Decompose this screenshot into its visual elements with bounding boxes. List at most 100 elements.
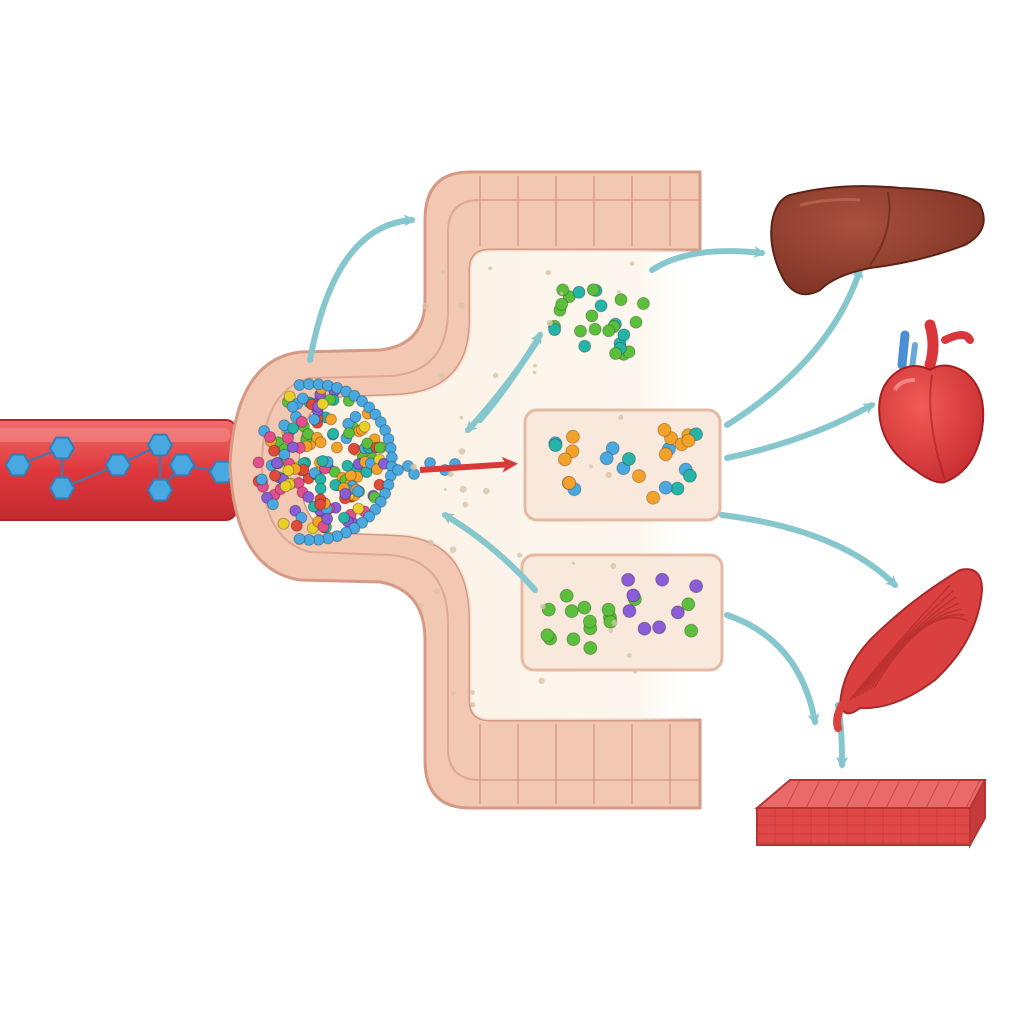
absorption-arrow: [419, 456, 518, 473]
hexagon-molecule: [4, 453, 32, 477]
hexagon-molecule: [48, 436, 76, 460]
molecule: [290, 519, 303, 532]
molecule: [374, 495, 387, 508]
blood-vessel: [0, 419, 237, 521]
molecule: [358, 420, 371, 433]
speck: [470, 702, 476, 708]
molecule: [327, 427, 340, 440]
speck: [610, 563, 617, 569]
molecule: [605, 441, 620, 456]
molecule: [308, 413, 321, 426]
speck: [618, 415, 624, 420]
molecule: [540, 628, 555, 643]
molecule: [594, 299, 608, 313]
speck: [427, 539, 434, 546]
molecule: [314, 482, 327, 495]
molecule: [321, 512, 334, 525]
speck: [608, 628, 613, 633]
molecule: [295, 415, 308, 428]
molecule: [548, 438, 563, 453]
molecule: [629, 315, 643, 329]
speck: [470, 689, 475, 695]
arrow-to-tissue-a: [724, 612, 820, 726]
molecule: [255, 473, 268, 486]
molecule: [657, 422, 672, 437]
speck: [540, 603, 546, 610]
speck: [418, 602, 424, 608]
molecule: [348, 389, 361, 402]
intestinal-villi: [479, 176, 671, 804]
speck: [560, 292, 563, 295]
molecule: [577, 600, 592, 615]
molecule: [339, 487, 352, 500]
molecule: [363, 510, 376, 523]
speck: [459, 415, 464, 420]
molecule: [282, 432, 294, 444]
molecule: [609, 347, 623, 360]
molecule: [302, 491, 315, 503]
hexagon-molecule: [146, 433, 174, 457]
molecule: [352, 485, 364, 498]
molecule: [632, 469, 646, 484]
speck: [532, 370, 537, 375]
speck: [483, 487, 490, 495]
molecule: [555, 297, 569, 311]
speck: [545, 269, 551, 276]
molecule: [328, 465, 341, 478]
speck: [616, 290, 621, 294]
molecule: [556, 283, 570, 297]
molecule: [658, 447, 673, 462]
molecule: [363, 401, 376, 414]
speck: [459, 485, 467, 493]
molecule: [278, 448, 291, 461]
molecule: [369, 408, 382, 421]
molecule: [548, 323, 562, 337]
speck: [629, 261, 635, 266]
molecule: [614, 293, 628, 307]
molecule: [356, 395, 369, 408]
heart-icon: [878, 319, 985, 484]
speck: [571, 561, 576, 565]
speck: [410, 463, 417, 471]
speck: [458, 448, 466, 455]
molecule: [392, 464, 404, 476]
molecule: [621, 452, 636, 466]
molecule: [341, 459, 354, 472]
speck: [538, 677, 545, 684]
molecule: [293, 533, 306, 545]
speck: [451, 691, 456, 696]
molecule: [330, 441, 343, 454]
hexagon-molecule: [146, 478, 174, 502]
arrow-to-heart: [724, 402, 876, 461]
speck: [605, 471, 612, 479]
molecule: [586, 283, 600, 297]
liver-icon: [770, 185, 985, 296]
molecule: [574, 324, 587, 338]
molecule: [252, 456, 265, 469]
molecule: [373, 441, 386, 454]
molecule: [689, 579, 704, 594]
tissue-block-icon: [754, 779, 987, 849]
molecule: [277, 517, 290, 530]
molecule: [361, 437, 374, 450]
molecule: [271, 457, 283, 469]
speck: [438, 373, 445, 380]
molecule: [599, 451, 614, 466]
speck: [588, 464, 593, 469]
molecule: [268, 444, 280, 457]
molecule: [578, 339, 592, 353]
speck: [447, 471, 454, 478]
molecule: [283, 390, 296, 403]
speck: [627, 653, 632, 658]
speck: [611, 620, 618, 626]
arrow-into-center: [441, 512, 538, 593]
molecule: [279, 480, 292, 493]
molecule: [564, 604, 579, 619]
arrow-to-muscle: [719, 512, 898, 588]
molecule: [681, 433, 696, 448]
molecule: [559, 588, 574, 603]
speck: [449, 546, 457, 553]
molecule: [266, 498, 279, 511]
